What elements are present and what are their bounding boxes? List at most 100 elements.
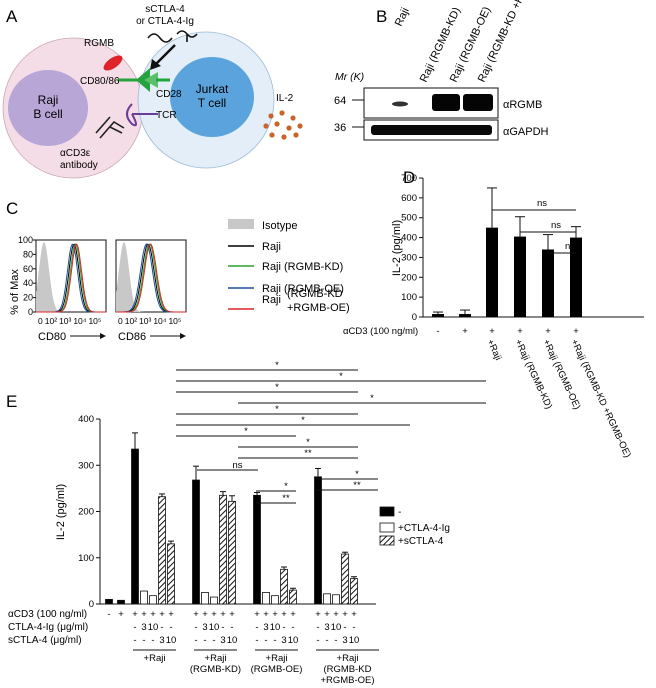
e-row-value: - <box>221 622 224 633</box>
cd28-label: CD28 <box>156 89 182 100</box>
e-row-value: + <box>254 609 260 620</box>
c-ytick: 20 <box>23 293 33 303</box>
e-bar <box>271 595 279 605</box>
e-row-value: + <box>132 609 138 620</box>
e-legend-label: - <box>398 507 401 518</box>
d-acd3-sign: + <box>517 326 523 337</box>
e-row-value: + <box>342 609 348 620</box>
panel-b-blot: Raji Raji (RGMB-KD) Raji (RGMB-OE) Raji … <box>334 0 549 141</box>
d-ytick: 200 <box>401 272 417 283</box>
d-sig: ns <box>537 198 547 209</box>
histogram-3 <box>36 243 106 313</box>
e-ytick: 400 <box>78 414 94 425</box>
e-row-value: + <box>229 609 235 620</box>
cd80-head <box>136 68 150 92</box>
e-row-value: - <box>133 635 136 646</box>
e-row-value: + <box>290 609 296 620</box>
e-row-value: - <box>151 635 154 646</box>
e-row-value: 3 <box>159 635 164 646</box>
panel-label-a: A <box>6 7 18 26</box>
anti-cd3-antibody <box>95 116 125 139</box>
d-ytick: 300 <box>401 252 417 263</box>
e-legend-swatch <box>379 522 395 533</box>
e-row-value: 10 <box>331 622 342 633</box>
e-row-value: 3 <box>141 622 146 633</box>
d-bar <box>570 237 582 317</box>
e-row-value: - <box>203 635 206 646</box>
il2-label: IL-2 <box>276 93 294 104</box>
band-gapdh <box>371 125 492 135</box>
d-bar <box>514 236 526 317</box>
e-row-value: 10 <box>349 635 360 646</box>
band-rgmb-oe <box>432 94 460 111</box>
e-legend-label: +sCTLA-4 <box>398 536 444 547</box>
antibody-label-1: αCD3ε <box>60 148 91 159</box>
e-bar <box>253 494 261 605</box>
jurkat-nucleus <box>170 57 254 137</box>
e-row-value: - <box>255 635 258 646</box>
e-row-value: - <box>107 609 110 620</box>
e-group-label: +Raji <box>205 653 227 664</box>
e-row-label: sCTLA-4 (μg/ml) <box>8 635 82 646</box>
e-ylabel: IL-2 (pg/ml) <box>55 484 67 540</box>
sctla4-squiggle-1 <box>147 33 173 43</box>
e-ytick: 200 <box>78 507 94 518</box>
d-bar <box>459 314 471 317</box>
d-acd3-sign: - <box>436 326 439 337</box>
e-row-value: - <box>194 622 197 633</box>
raji-nucleus <box>8 70 88 146</box>
e-row-value: + <box>272 609 278 620</box>
e-row-value: - <box>133 622 136 633</box>
e-group-label: +RGMB-OE) <box>320 675 374 686</box>
blot-label-rgmb: αRGMB <box>503 99 542 111</box>
e-ytick: 100 <box>78 553 94 564</box>
e-row-value: + <box>281 609 287 620</box>
antibody-label-2: antibody <box>60 160 98 171</box>
e-row-value: + <box>263 609 269 620</box>
e-row-value: + <box>193 609 199 620</box>
e-row-label: αCD3 (100 ng/ml) <box>8 609 87 620</box>
e-bar <box>350 578 358 605</box>
e-sig: * <box>301 415 305 426</box>
d-acd3-sign: + <box>462 326 468 337</box>
e-bar <box>323 593 331 605</box>
e-row-value: - <box>325 635 328 646</box>
d-acd3-sign: + <box>489 326 495 337</box>
panel-a-schematic: Raji B cell Jurkat T cell RGMB CD80/86 C… <box>2 4 303 179</box>
rgmb-label: RGMB <box>84 38 114 49</box>
e-bar <box>210 596 218 605</box>
t-cell-label: T cell <box>198 96 226 110</box>
e-sig: ns <box>232 460 242 471</box>
mr-label: Mr (K) <box>335 71 364 83</box>
e-row-value: 3 <box>324 622 329 633</box>
e-bar <box>280 568 288 605</box>
e-bar <box>219 494 227 605</box>
e-bar <box>167 543 175 605</box>
e-sig: * <box>370 393 374 404</box>
e-bar <box>140 590 148 605</box>
e-sig: * <box>355 469 359 480</box>
d-sig: ns <box>551 220 561 231</box>
e-row-value: + <box>202 609 208 620</box>
c-ytick: 40 <box>23 278 33 288</box>
e-sig: * <box>275 360 279 371</box>
e-row-label: CTLA-4-Ig (μg/ml) <box>8 622 88 633</box>
e-bar <box>201 592 209 605</box>
d-ytick: 700 <box>401 173 417 184</box>
sctla4-squiggle-2 <box>176 30 198 42</box>
e-sig: * <box>339 371 343 382</box>
cd28-head <box>144 72 158 88</box>
e-sig: ** <box>304 448 312 459</box>
mw-64: 64 <box>334 95 346 107</box>
e-bar <box>149 595 157 605</box>
tcr-label: TCR <box>156 110 177 121</box>
e-row-value: - <box>212 635 215 646</box>
e-row-value: - <box>264 635 267 646</box>
e-row-value: + <box>324 609 330 620</box>
legend-label: Raji <box>262 294 281 306</box>
tcr-bracket <box>126 103 137 127</box>
blot-label-gapdh: αGAPDH <box>503 126 549 138</box>
e-row-value: + <box>150 609 156 620</box>
